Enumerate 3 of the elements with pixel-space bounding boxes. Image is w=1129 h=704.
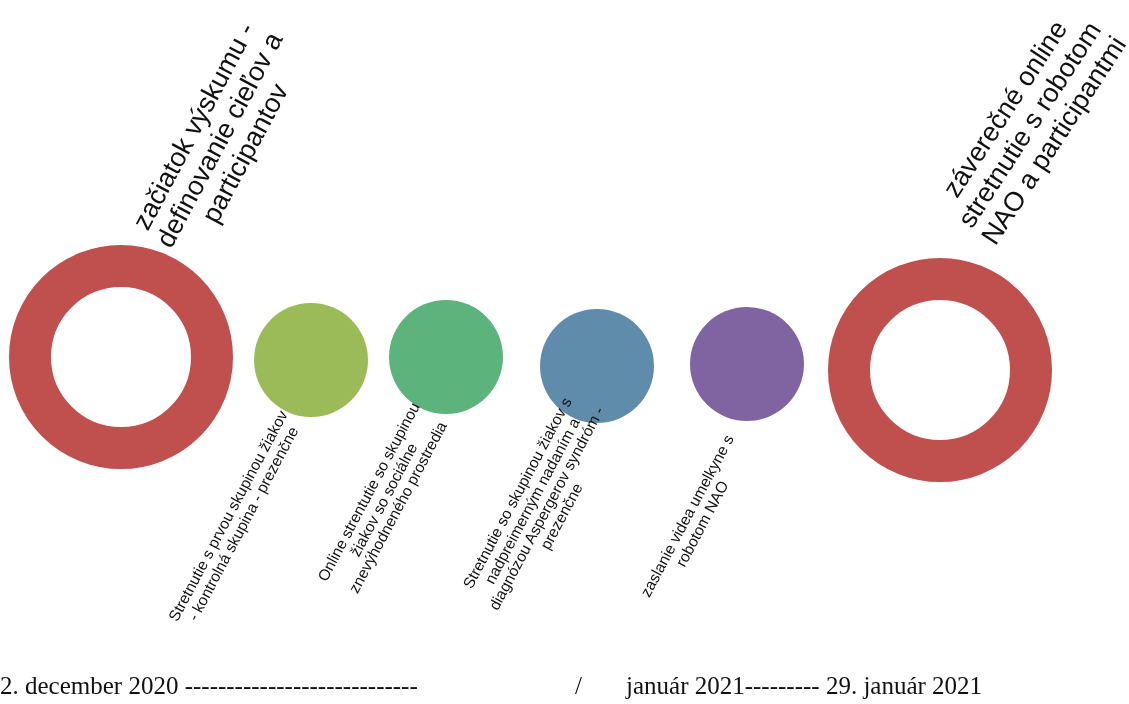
date-text: / [575,672,582,700]
date-text: 2. december 2020 ---------------------------- [0,672,418,700]
date-text: január 2021--------- 29. január 2021 [626,672,983,700]
